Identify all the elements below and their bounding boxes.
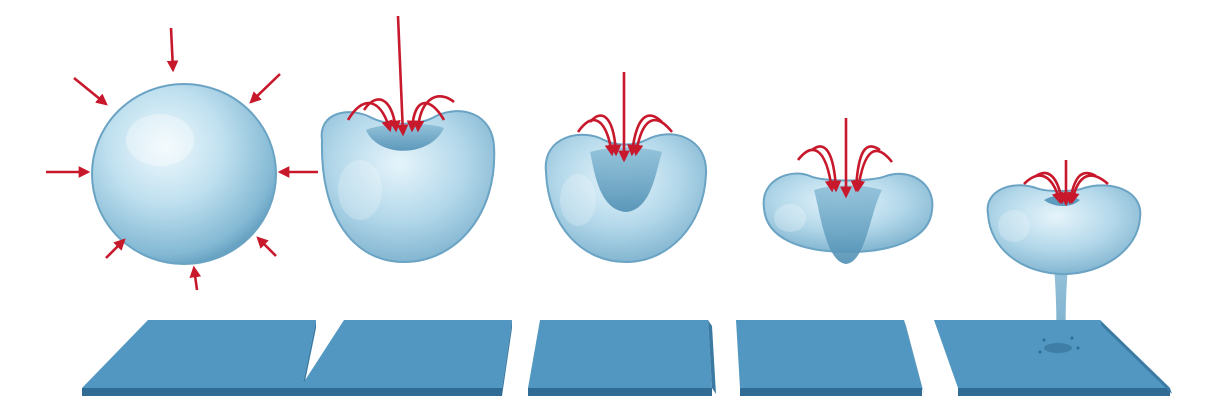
plate-5 <box>934 320 1172 396</box>
stage-3 <box>546 72 706 262</box>
stage-1 <box>46 28 318 290</box>
plate-2 <box>300 320 512 396</box>
stage-5 <box>988 160 1141 348</box>
plate-4 <box>736 320 924 396</box>
splash-mark <box>1044 343 1072 353</box>
plate-3 <box>528 320 716 396</box>
drop-sphere <box>92 84 276 264</box>
stage-2 <box>322 16 495 262</box>
stage-4 <box>764 118 933 264</box>
plate-1 <box>82 320 316 396</box>
